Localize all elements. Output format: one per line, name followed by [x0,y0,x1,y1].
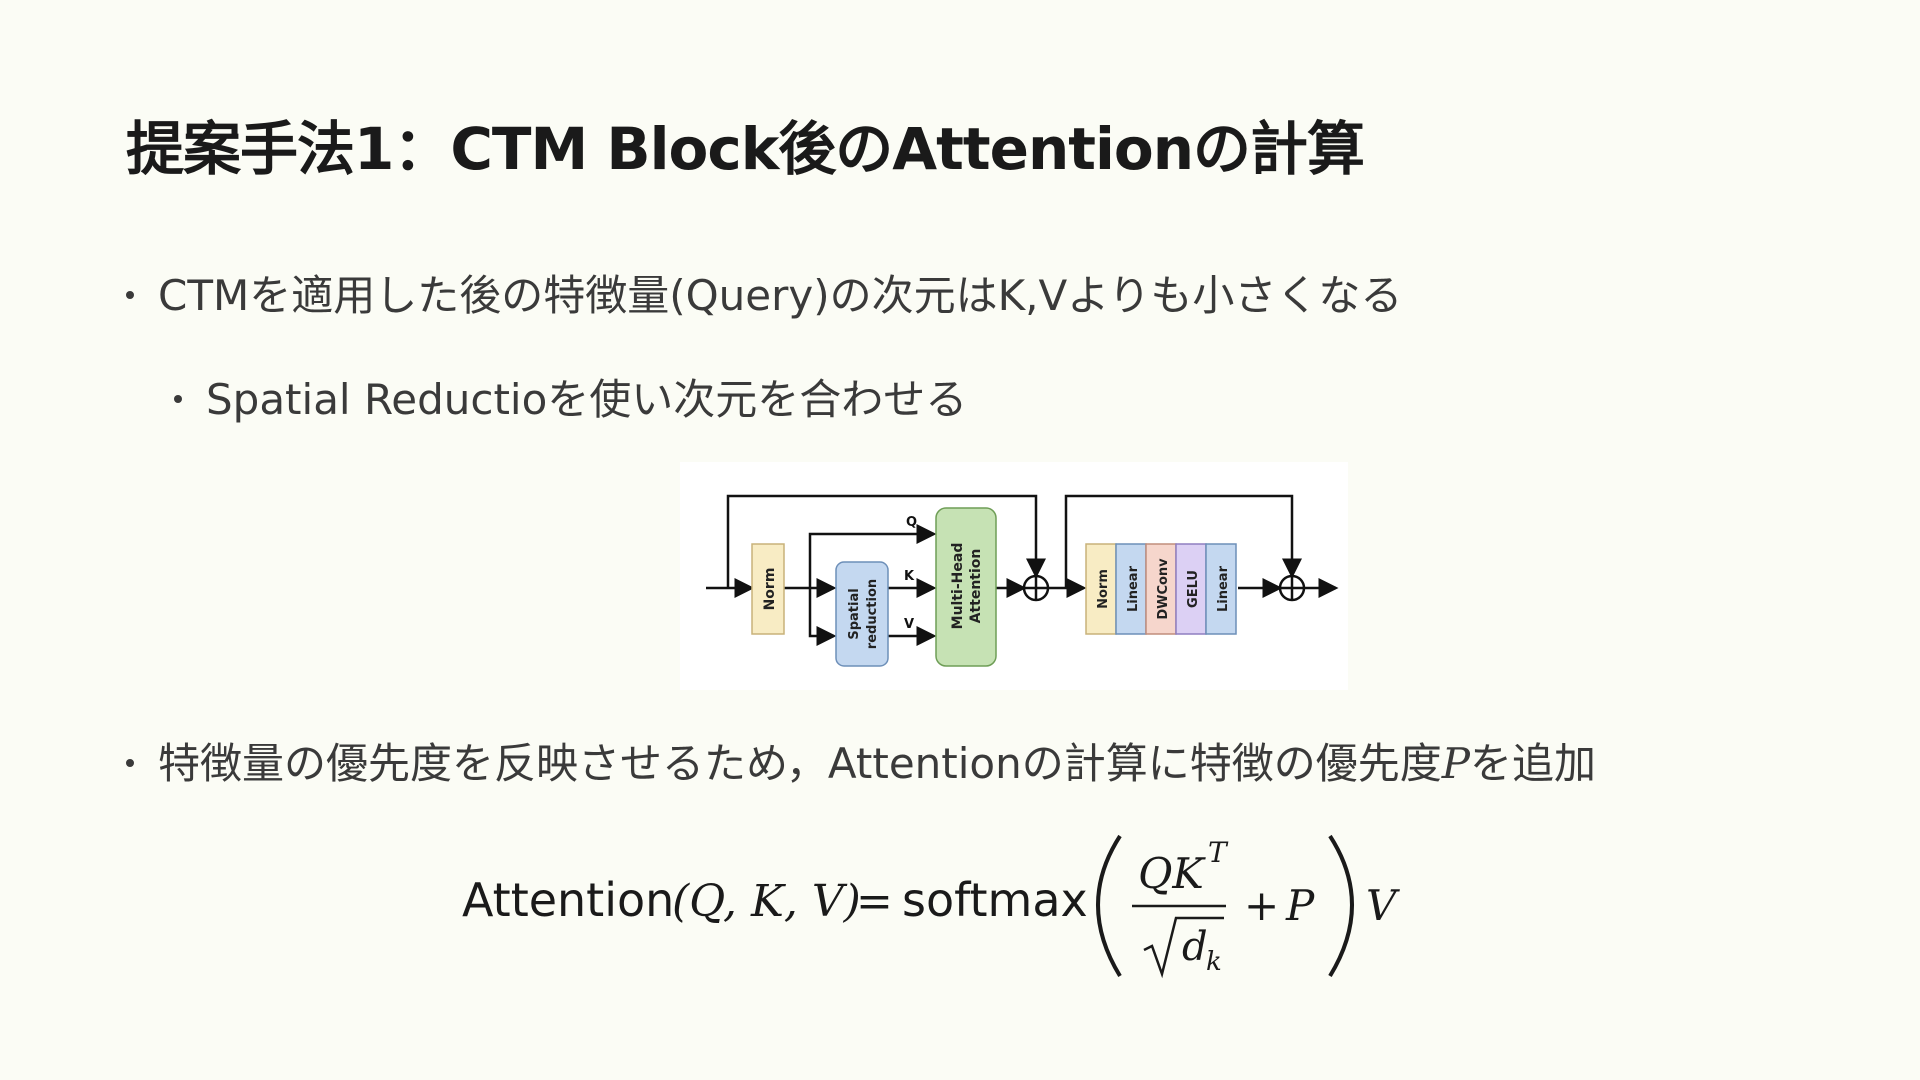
spatial-reduction-block [835,561,889,667]
spatial-label-1: Spatial [847,588,862,639]
bullet-1-text: CTMを適用した後の特徴量(Query)の次元はK,Vよりも小さくなる [158,271,1403,320]
formula-num: QK [1138,849,1206,898]
priority-variable: P [1441,739,1471,788]
dwconv-label: DWConv [1156,558,1171,620]
gelu-label: GELU [1186,570,1201,608]
bullet-2-text: Spatial Reductioを使い次元を合わせる [206,375,968,424]
bullet-1: CTMを適用した後の特徴量(Query)の次元はK,Vよりも小さくなる [126,262,1402,323]
q-branch [808,524,937,588]
bullet-3: 特徴量の優先度を反映させるため，Attentionの計算に特徴の優先度Pを追加 [126,730,1596,791]
skip-connection-1 [726,494,1046,588]
formula-args: (Q, K, V) [672,876,861,927]
v-branch-in [808,588,837,646]
formula-svg: Attention (Q, K, V) = softmax QK T d k +… [462,834,1400,979]
formula-v: V [1366,881,1400,930]
norm2-block [1085,543,1117,635]
mha-label-2: Attention [968,549,984,624]
linear2-label: Linear [1216,565,1231,612]
bullet-dot [126,758,134,767]
q-label: Q [906,515,917,530]
slide-title: 提案手法1：CTM Block後のAttentionの計算 [126,115,1365,183]
bullet-dot [126,290,134,299]
norm-block [751,543,785,635]
spatial-label-2: reduction [865,579,880,649]
architecture-diagram: Norm Spatial reduction Multi-Head Attent… [680,462,1348,690]
formula-num-sup: T [1208,836,1229,869]
dwconv-block [1145,543,1177,635]
bullet-dot [174,394,182,403]
linear1-block [1115,543,1147,635]
formula-eq: = [856,876,893,927]
v-label: V [904,617,914,632]
norm-label: Norm [762,568,778,611]
attention-formula: Attention (Q, K, V) = softmax QK T d k +… [460,826,1460,986]
bullet-3-suffix: を追加 [1470,739,1597,788]
right-paren [1328,834,1354,978]
formula-fn: Attention [462,873,674,927]
add-circle-2 [1278,574,1306,602]
norm2-label: Norm [1096,569,1111,609]
skip-connection-2 [1064,494,1302,588]
add-circle-1 [1022,574,1050,602]
formula-plus: + [1244,881,1279,930]
k-label: K [904,569,915,584]
mha-block [935,507,997,667]
formula-den-sub: k [1206,947,1222,977]
architecture-diagram-svg: Norm Spatial reduction Multi-Head Attent… [706,494,1339,667]
linear2-block [1205,543,1237,635]
formula-p: P [1285,881,1315,930]
linear1-label: Linear [1126,565,1141,612]
left-paren [1096,834,1122,978]
formula-den: d [1182,924,1208,970]
bullet-3-text: 特徴量の優先度を反映させるため，Attentionの計算に特徴の優先度 [158,739,1442,788]
mha-label-1: Multi-Head [950,543,966,630]
bullet-2: Spatial Reductioを使い次元を合わせる [174,366,967,427]
formula-softmax: softmax [902,873,1088,927]
sqrt-symbol [1143,916,1224,979]
